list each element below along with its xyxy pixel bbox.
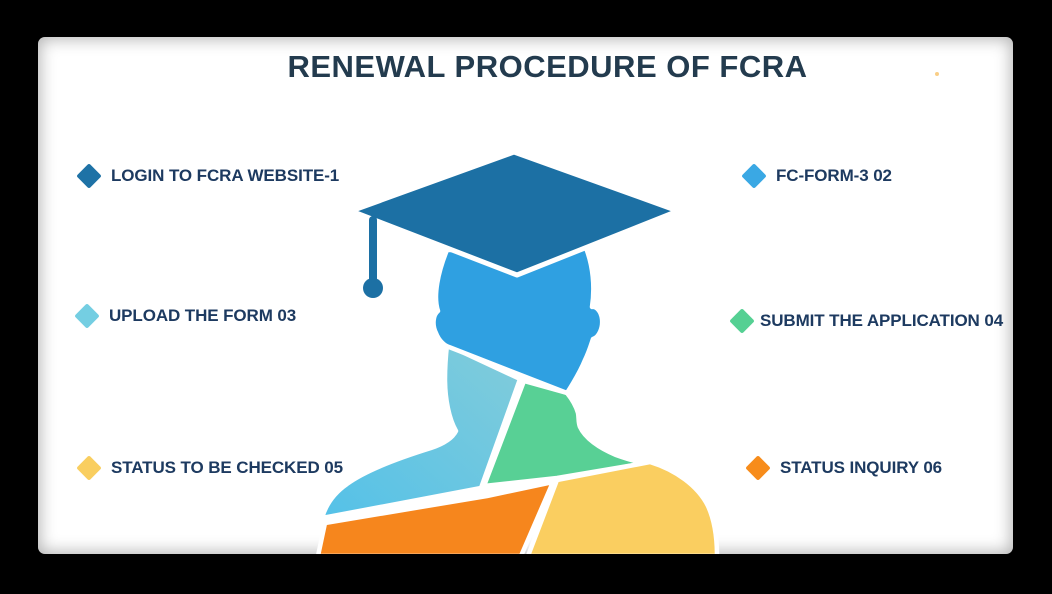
step-submit-the-application: SUBMIT THE APPLICATION 04	[728, 307, 1003, 334]
neck-left-segment	[319, 342, 523, 521]
step-label: SUBMIT THE APPLICATION 04	[760, 310, 1004, 330]
step-label: LOGIN TO FCRA WEBSITE-1	[111, 165, 340, 185]
graduate-figure	[316, 149, 720, 554]
step-label: STATUS TO BE CHECKED 05	[111, 457, 343, 477]
shoulder-right-segment	[526, 459, 720, 554]
shoulder-left-segment	[316, 479, 556, 554]
step-label: UPLOAD THE FORM 03	[109, 305, 297, 325]
stray-mark	[935, 72, 939, 76]
diamond-icon	[740, 162, 767, 189]
tassel-knob	[363, 278, 383, 298]
diamond-icon	[744, 454, 771, 481]
diamond-icon	[75, 162, 102, 189]
step-status-inquiry: STATUS INQUIRY 06	[744, 454, 942, 481]
graduation-cap	[348, 149, 681, 278]
step-login-to-fcra-website: LOGIN TO FCRA WEBSITE-1	[75, 162, 339, 189]
diamond-icon	[75, 454, 102, 481]
step-status-to-be-checked: STATUS TO BE CHECKED 05	[75, 454, 343, 481]
step-upload-the-form: UPLOAD THE FORM 03	[73, 302, 296, 329]
page-title: RENEWAL PROCEDURE OF FCRA	[287, 49, 808, 84]
neck-center-segment	[481, 378, 649, 489]
infographic-card: RENEWAL PROCEDURE OF FCRA	[38, 37, 1013, 554]
head-segment	[431, 245, 605, 396]
diamond-icon	[73, 302, 100, 329]
diamond-icon	[728, 307, 755, 334]
step-label: STATUS INQUIRY 06	[780, 457, 943, 477]
step-fc-form-3: FC-FORM-3 02	[740, 162, 892, 189]
step-label: FC-FORM-3 02	[776, 165, 892, 185]
